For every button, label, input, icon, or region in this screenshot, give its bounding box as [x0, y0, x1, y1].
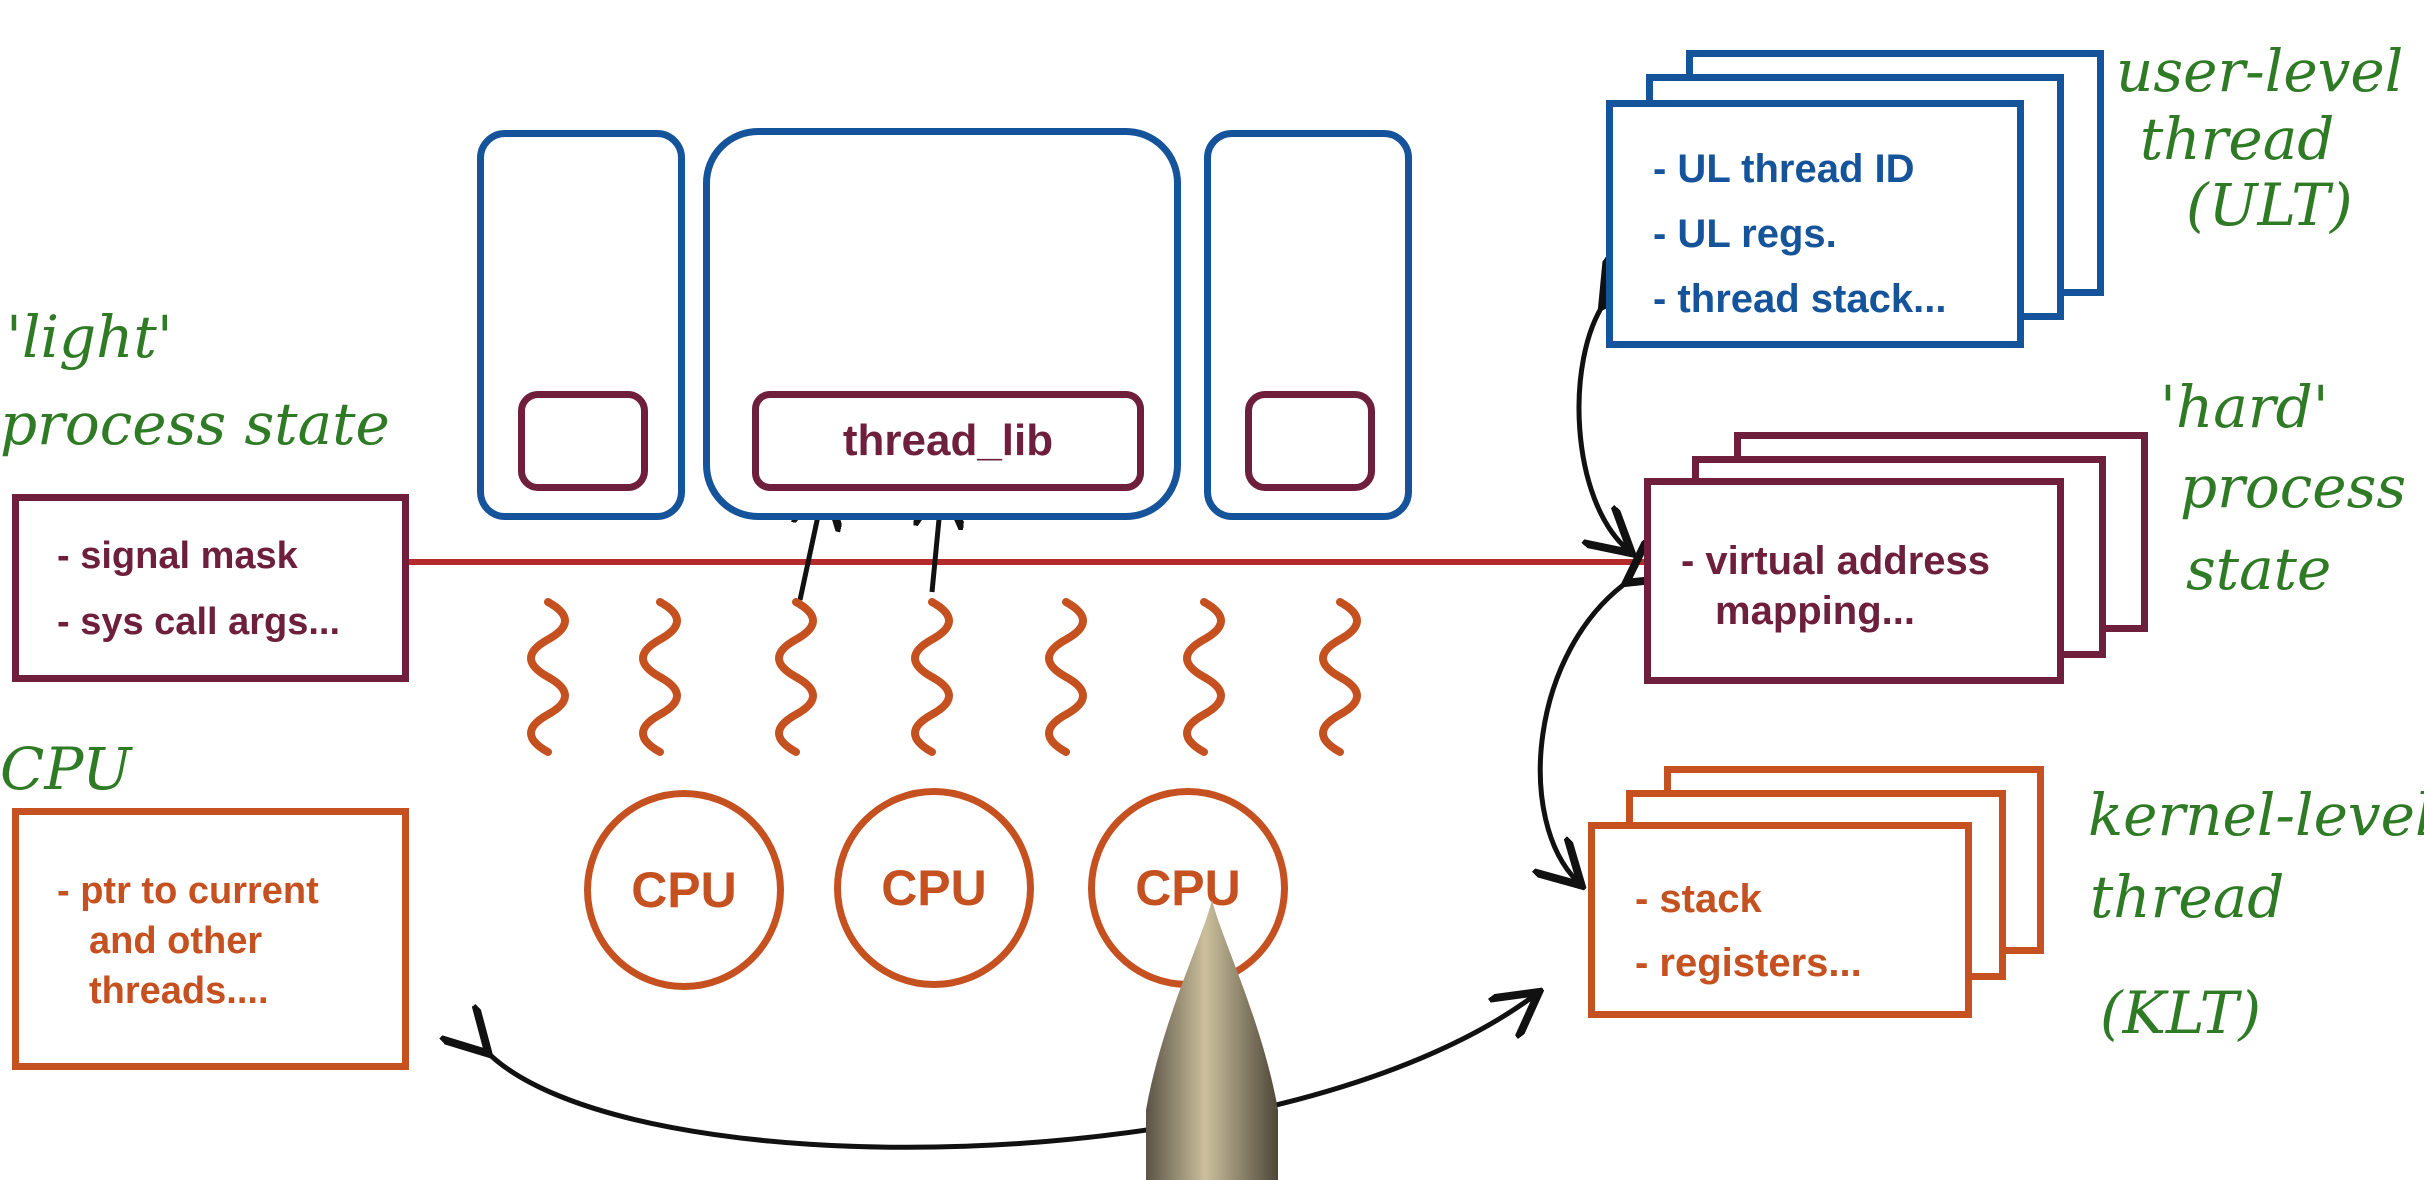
- kernel-thread-squiggle-icon: [1045, 598, 1087, 756]
- light-state-label-2: process state: [0, 390, 390, 458]
- klt-label-2: thread: [2090, 863, 2285, 931]
- light-state-item-2: - sys call args...: [57, 601, 341, 643]
- cpu-circle-1: CPU: [584, 790, 784, 990]
- hard-state-item-2: mapping...: [1715, 589, 1915, 633]
- light-state-item-1: - signal mask: [57, 535, 298, 577]
- ult-card-front: - UL thread ID - UL regs. - thread stack…: [1606, 100, 2024, 348]
- klt-label-3: (KLT): [2100, 979, 2262, 1047]
- hard-klt-arrow: [1540, 580, 1630, 882]
- ult-item-1: - UL thread ID: [1653, 147, 1915, 191]
- ult-hard-arrow: [1576, 302, 1628, 550]
- kernel-thread-squiggle-icon: [1319, 598, 1361, 756]
- kernel-thread-squiggle-icon: [911, 598, 953, 756]
- cpu-item-3: threads....: [89, 970, 269, 1012]
- kernel-thread-squiggle-icon: [775, 598, 817, 756]
- hard-state-item-1: - virtual address: [1681, 539, 1991, 583]
- hard-state-card-front: - virtual address mapping...: [1644, 478, 2064, 684]
- cpu-item-2: and other: [89, 920, 263, 962]
- hard-state-label-2: process: [2180, 453, 2407, 521]
- klt-item-2: - registers...: [1635, 941, 1862, 985]
- thread-lib-placeholder-right: [1245, 391, 1375, 491]
- kernel-thread-squiggle-icon: [1183, 598, 1225, 756]
- cpu-circle-1-label: CPU: [631, 862, 737, 918]
- kernel-thread-squiggle-icon: [639, 598, 681, 756]
- klt-card-front: - stack - registers...: [1588, 822, 1972, 1018]
- pen-tip-icon: [1146, 900, 1278, 1180]
- thread-lib-box: thread_lib: [752, 391, 1144, 491]
- cpu-circle-3: CPU: [1088, 788, 1288, 988]
- process-box-right: [1204, 130, 1412, 520]
- light-state-box: - signal mask - sys call args...: [12, 494, 409, 682]
- cpu-item-1: - ptr to current: [57, 870, 319, 912]
- ult-label-3: (ULT): [2186, 171, 2353, 239]
- cpu-klt-arrow: [485, 995, 1535, 1150]
- process-box-left: [477, 130, 685, 520]
- ult-item-3: - thread stack...: [1653, 277, 1947, 321]
- cpu-circle-2: CPU: [834, 788, 1034, 988]
- klt-item-1: - stack: [1635, 877, 1762, 921]
- klt-label-1: kernel-level: [2088, 781, 2424, 849]
- light-state-label-1: 'light': [6, 303, 173, 371]
- cpu-state-box: - ptr to current and other threads....: [12, 808, 409, 1070]
- ult-item-2: - UL regs.: [1653, 212, 1837, 256]
- ult-label-1: user-level: [2116, 37, 2404, 105]
- cpu-label: CPU: [0, 735, 132, 803]
- hard-state-label-3: state: [2186, 535, 2332, 603]
- ult-label-2: thread: [2140, 105, 2335, 173]
- thread-lib-label: thread_lib: [842, 416, 1054, 465]
- kernel-thread-squiggle-icon: [527, 598, 569, 756]
- process-box-center: thread_lib: [703, 128, 1181, 520]
- hard-state-label-1: 'hard': [2160, 373, 2329, 441]
- cpu-circle-3-label: CPU: [1135, 860, 1241, 916]
- cpu-circle-2-label: CPU: [881, 860, 987, 916]
- thread-lib-placeholder-left: [518, 391, 648, 491]
